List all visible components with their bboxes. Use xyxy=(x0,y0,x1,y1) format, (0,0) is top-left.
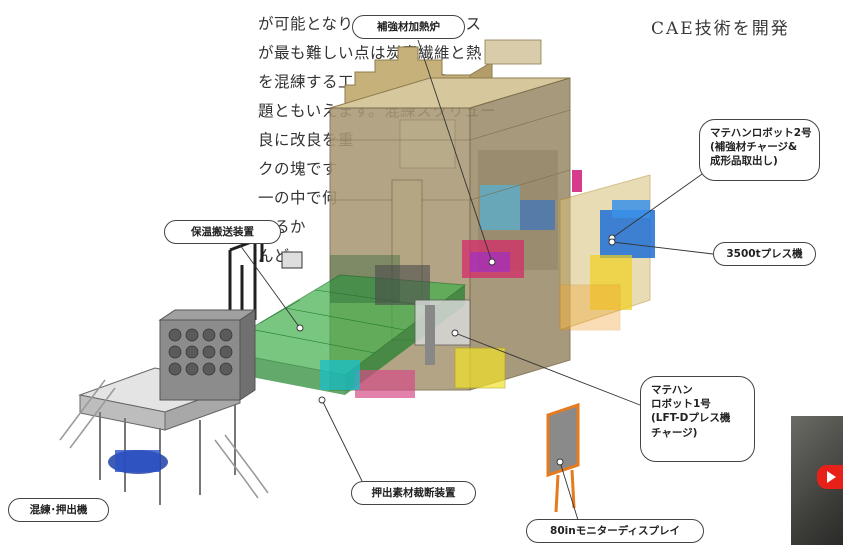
play-icon[interactable] xyxy=(817,465,843,489)
callout-robot2-line: マテハンロボット2号 xyxy=(710,127,812,139)
callout-robot2-line: (補強材チャージ& xyxy=(710,141,798,154)
callout-heat-conveyor: 保温搬送装置 xyxy=(164,220,281,244)
callout-press: 3500tプレス機 xyxy=(713,242,816,266)
callout-robot1-line: チャージ) xyxy=(651,426,698,439)
callout-robot1-line: ロボット1号 xyxy=(651,398,711,411)
article-line: んど xyxy=(258,247,290,265)
monitor-display-illustration xyxy=(546,402,580,513)
callout-robot2: マテハンロボット2号 (補強材チャージ& 成形品取出し) xyxy=(699,119,820,181)
callout-robot2-line: 成形品取出し) xyxy=(710,155,778,168)
callout-extruder: 混練･押出機 xyxy=(8,498,109,522)
article-line: が最も難しい点は炭素繊維と熱 xyxy=(258,44,483,62)
callout-monitor: 80inモニターディスプレイ xyxy=(526,519,704,543)
callout-cutter: 押出素材裁断装置 xyxy=(351,481,476,505)
extruder-illustration xyxy=(59,309,269,505)
callout-reinforcement-furnace: 補強材加熱炉 xyxy=(352,15,465,39)
article-heading-fragment: CAE技術を開発 xyxy=(651,19,790,39)
callout-robot1-line: (LFT-Dプレス機 xyxy=(651,412,731,425)
article-line: クの塊です xyxy=(258,160,339,178)
callout-robot1-line: マテハン xyxy=(651,384,693,396)
callout-robot1: マテハン ロボット1号 (LFT-Dプレス機 チャージ) xyxy=(640,376,755,462)
video-thumbnail[interactable] xyxy=(791,416,843,545)
conveyor-platform-illustration xyxy=(213,255,506,398)
robot2-cell-illustration xyxy=(559,170,655,331)
callout-leader-lines xyxy=(239,39,714,521)
article-line: 一の中で何 xyxy=(258,189,339,207)
